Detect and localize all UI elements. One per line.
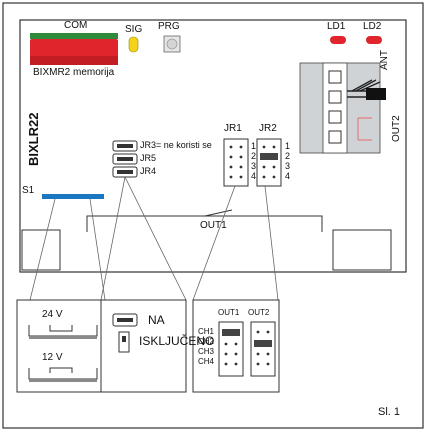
channel-label-4: CH4 <box>198 357 215 366</box>
terminal-screw-1 <box>328 70 342 84</box>
out2-header-label: OUT2 <box>248 308 270 317</box>
jr4-cap <box>117 170 133 174</box>
switch-12v-base <box>29 379 97 382</box>
out1-channel-pins <box>224 342 238 366</box>
channel-label-1: CH1 <box>198 327 215 336</box>
memory-module-shade <box>30 56 118 65</box>
voltage-24-label: 24 V <box>42 309 63 320</box>
switch-24v-base <box>29 336 97 339</box>
out1-relay-contact <box>204 209 233 217</box>
out2-channel-header <box>250 321 276 377</box>
out2-label: OUT2 <box>391 115 402 142</box>
jr2-cap <box>260 153 278 160</box>
jr3-cap <box>117 144 133 148</box>
sig-led <box>128 36 139 53</box>
jr4-label: JR4 <box>140 166 157 176</box>
ld2-label: LD2 <box>363 21 382 32</box>
antenna-label: ANT <box>379 50 390 70</box>
out2-ch2-cap <box>254 340 272 347</box>
jumper-on-cap <box>117 318 133 322</box>
figure-label: Sl. 1 <box>378 406 401 418</box>
terminal-screw-4 <box>328 130 342 144</box>
channel-callout <box>192 185 279 301</box>
jr1-row-3: 3 <box>251 161 257 171</box>
jr1-row-1: 1 <box>251 141 257 151</box>
jr2-label: JR2 <box>259 123 277 134</box>
com-connector <box>30 33 118 39</box>
relay-right <box>332 229 392 271</box>
jr1-label: JR1 <box>224 123 242 134</box>
prg-label: PRG <box>158 21 180 32</box>
state-off-label: ISKLJUČENO <box>139 334 215 348</box>
prg-button-cap <box>166 38 178 50</box>
ld2-led <box>366 36 382 44</box>
out1-header-label: OUT1 <box>218 308 240 317</box>
voltage-12-label: 12 V <box>42 352 63 363</box>
jr5-label: JR5 <box>140 153 157 163</box>
s1-detail-panel <box>16 299 108 393</box>
jumper-off-cap <box>122 336 126 342</box>
s1-callout <box>29 198 106 301</box>
out1-relay-outline <box>86 215 323 232</box>
jr2-row-3: 3 <box>285 161 291 171</box>
module-label: BIXMR2 memorija <box>33 67 115 78</box>
out2-channel-pins <box>256 330 270 366</box>
outer-frame <box>2 2 424 429</box>
jr2-row-2: 2 <box>285 151 291 161</box>
jr1-row-2: 2 <box>251 151 257 161</box>
jr3-note: JR3= ne koristi se <box>140 140 212 150</box>
antenna-coax-braid <box>351 79 381 92</box>
jr1-header <box>223 138 249 187</box>
channel-label-3: CH3 <box>198 347 215 356</box>
terminal-screw-3 <box>328 110 342 124</box>
jr1-row-4: 4 <box>251 171 257 181</box>
channel-label-2: CH2 <box>198 337 215 346</box>
jr1-pins <box>229 145 243 179</box>
relay-left <box>21 229 61 271</box>
jr2-row-1: 1 <box>285 141 291 151</box>
s1-label: S1 <box>22 185 35 196</box>
antenna-cable <box>366 88 386 100</box>
jr2-row-4: 4 <box>285 171 291 181</box>
jr5-cap <box>117 157 133 161</box>
s1-switch <box>42 194 104 199</box>
sig-label: SIG <box>125 24 143 35</box>
ld1-led <box>330 36 346 44</box>
out1-label: OUT1 <box>200 220 227 231</box>
board-name: BIXLR22 <box>26 113 41 166</box>
out2-bracket <box>357 117 372 141</box>
ld1-label: LD1 <box>327 21 346 32</box>
jr2-pins <box>262 145 276 179</box>
terminal-screw-2 <box>328 90 342 104</box>
com-label: COM <box>64 20 88 31</box>
out1-ch1-cap <box>222 329 240 336</box>
jumper-callout <box>100 176 187 301</box>
jr2-header <box>256 138 282 187</box>
state-on-label: NA <box>148 313 165 327</box>
